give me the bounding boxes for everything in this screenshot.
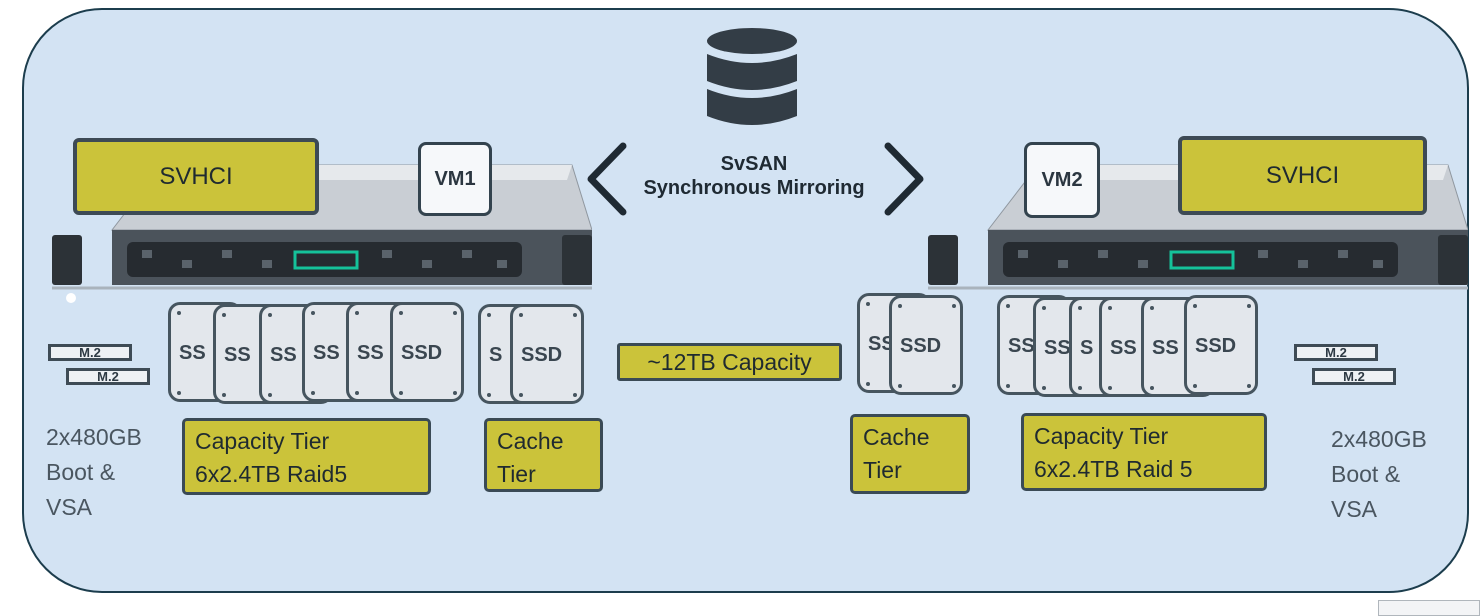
ssd-label: SS xyxy=(1008,335,1035,357)
mirroring-title-line2: Synchronous Mirroring xyxy=(643,177,865,199)
ssd-drive: SSD xyxy=(1184,295,1258,395)
right-boot-line1: 2x480GB xyxy=(1331,426,1427,452)
left-svhci-box: SVHCI xyxy=(73,138,319,215)
ssd-screw xyxy=(573,393,577,397)
ssd-label: SS xyxy=(357,342,384,364)
ssd-label: SS xyxy=(1152,337,1179,359)
m2-stick: M.2 xyxy=(48,344,132,361)
ssd-screw xyxy=(866,302,870,306)
left-vm-box: VM1 xyxy=(418,142,492,216)
ssd-label: SSD xyxy=(401,342,443,364)
ssd-label: SS xyxy=(868,333,895,355)
ssd-screw xyxy=(1108,306,1112,310)
ssd-drive: SSD xyxy=(510,304,584,404)
ssd-screw xyxy=(952,384,956,388)
left-boot-line3: VSA xyxy=(46,494,93,520)
right-capacity-tier-line2: 6x2.4TB Raid 5 xyxy=(1034,456,1193,482)
right-svhci-box: SVHCI xyxy=(1178,136,1427,215)
ssd-label: SS xyxy=(270,344,297,366)
left-capacity-tier-line2: 6x2.4TB Raid5 xyxy=(195,461,348,487)
ssd-screw xyxy=(355,391,359,395)
ssd-screw xyxy=(952,304,956,308)
ssd-screw xyxy=(355,311,359,315)
right-cache-tier-line1: Cache xyxy=(863,424,930,450)
ssd-screw xyxy=(898,304,902,308)
right-m2-icon: M.2 M.2 xyxy=(1294,344,1398,389)
left-cache-tier: Cache Tier xyxy=(484,418,603,492)
ssd-screw xyxy=(519,393,523,397)
ssd-screw xyxy=(1193,304,1197,308)
ssd-screw xyxy=(1247,304,1251,308)
ssd-screw xyxy=(177,311,181,315)
ssd-screw xyxy=(399,311,403,315)
ssd-screw xyxy=(1006,304,1010,308)
ssd-screw xyxy=(268,313,272,317)
ssd-screw xyxy=(1193,384,1197,388)
ssd-screw xyxy=(1078,306,1082,310)
ssd-label: S xyxy=(489,344,503,366)
left-boot-line1: 2x480GB xyxy=(46,424,142,450)
ssd-screw xyxy=(311,311,315,315)
ssd-label: SS xyxy=(1110,337,1137,359)
ssd-screw xyxy=(898,384,902,388)
right-boot-text: 2x480GB Boot & VSA xyxy=(1331,422,1427,527)
left-capacity-tier: Capacity Tier 6x2.4TB Raid5 xyxy=(182,418,431,495)
mirroring-title-line1: SvSAN xyxy=(720,153,788,175)
right-boot-line2: Boot & xyxy=(1331,461,1401,487)
ssd-screw xyxy=(1150,386,1154,390)
status-dot xyxy=(66,293,76,303)
ssd-screw xyxy=(519,313,523,317)
ssd-screw xyxy=(1150,306,1154,310)
ssd-screw xyxy=(1078,386,1082,390)
ssd-label: SS xyxy=(224,344,251,366)
ssd-screw xyxy=(222,393,226,397)
ssd-label: SS xyxy=(179,342,206,364)
corner-widget xyxy=(1378,600,1480,616)
ssd-label: SS xyxy=(313,342,340,364)
ssd-screw xyxy=(1042,386,1046,390)
right-cache-tier: Cache Tier xyxy=(850,414,970,494)
chevron-left-icon xyxy=(587,142,627,216)
right-capacity-tier-line1: Capacity Tier xyxy=(1034,423,1169,449)
ssd-screw xyxy=(487,313,491,317)
ssd-screw xyxy=(1006,384,1010,388)
right-boot-line3: VSA xyxy=(1331,496,1378,522)
ssd-screw xyxy=(487,393,491,397)
ssd-screw xyxy=(1042,306,1046,310)
ssd-screw xyxy=(311,391,315,395)
ssd-drive: SSD xyxy=(889,295,963,395)
ssd-screw xyxy=(268,393,272,397)
right-cache-tier-line2: Tier xyxy=(863,457,902,483)
ssd-drive: SSD xyxy=(390,302,464,402)
ssd-screw xyxy=(573,313,577,317)
left-boot-text: 2x480GB Boot & VSA xyxy=(46,420,142,525)
ssd-label: SSD xyxy=(1195,335,1237,357)
ssd-label: SS xyxy=(1044,337,1071,359)
ssd-screw xyxy=(1108,386,1112,390)
ssd-screw xyxy=(222,313,226,317)
left-boot-line2: Boot & xyxy=(46,459,116,485)
ssd-screw xyxy=(177,391,181,395)
ssd-screw xyxy=(453,391,457,395)
ssd-screw xyxy=(866,382,870,386)
left-cache-tier-line2: Tier xyxy=(497,461,536,487)
m2-stick: M.2 xyxy=(1294,344,1378,361)
right-vm-box: VM2 xyxy=(1024,142,1100,218)
database-icon xyxy=(707,28,797,125)
right-capacity-tier: Capacity Tier 6x2.4TB Raid 5 xyxy=(1021,413,1267,491)
mirroring-label: SvSAN Synchronous Mirroring xyxy=(612,152,896,200)
ssd-label: SSD xyxy=(521,344,563,366)
chevron-right-icon xyxy=(884,142,924,216)
m2-stick: M.2 xyxy=(66,368,150,385)
m2-stick: M.2 xyxy=(1312,368,1396,385)
left-m2-icon: M.2 M.2 xyxy=(48,344,152,389)
left-capacity-tier-line1: Capacity Tier xyxy=(195,428,330,454)
ssd-screw xyxy=(399,391,403,395)
capacity-label: ~12TB Capacity xyxy=(617,343,842,381)
ssd-screw xyxy=(453,311,457,315)
ssd-screw xyxy=(1247,384,1251,388)
ssd-label: S xyxy=(1080,337,1094,359)
left-cache-tier-line1: Cache xyxy=(497,428,564,454)
ssd-label: SSD xyxy=(900,335,942,357)
